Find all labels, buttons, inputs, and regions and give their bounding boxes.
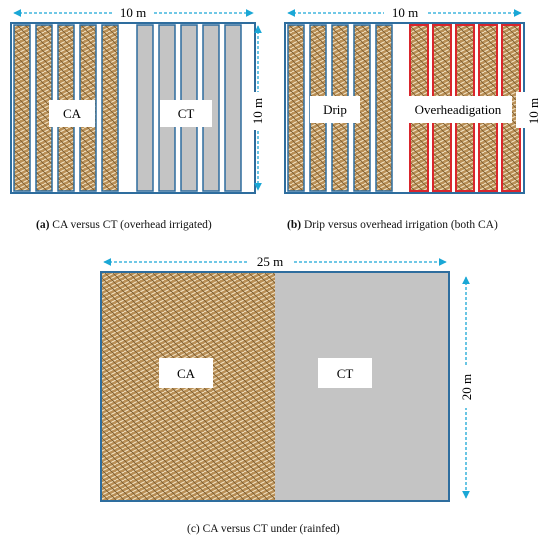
panel-b-label-right-box [404, 96, 512, 123]
panel-a-caption-text: CA versus CT (overhead irrigated) [52, 219, 212, 231]
panel-b-label-left: Drip [323, 102, 347, 117]
panel-b-drip-strip-1 [287, 24, 305, 192]
panel-a-height-label: 10 m [250, 98, 265, 124]
panel-c-caption-letter: (c) [187, 523, 200, 535]
panel-a-caption: (a) CA versus CT (overhead irrigated) [36, 219, 212, 231]
panel-b-caption-text: Drip versus overhead irrigation (both CA… [303, 219, 498, 231]
panel-a-ca-strip-1 [13, 24, 31, 192]
panel-a-label-right-box [160, 100, 212, 127]
panel-a-width-label: 10 m [120, 5, 146, 20]
panel-c-label-right: CT [337, 366, 354, 381]
panel-c-height-label: 20 m [459, 374, 474, 400]
panel-b-width-label: 10 m [392, 5, 418, 20]
panel-c-width-label: 25 m [257, 254, 283, 269]
panel-b-label-right: Overheadigation [415, 102, 502, 117]
panel-a-caption-letter: (a) [36, 219, 50, 231]
panel-a-ct-strip-1 [136, 24, 154, 192]
panel-a-ca-strip-5 [101, 24, 119, 192]
panel-c-label-left-box [159, 358, 213, 388]
panel-a-label-right: CT [178, 106, 195, 121]
panel-c-label-left: CA [177, 366, 196, 381]
panel-b-caption-letter: (b) [287, 219, 302, 231]
panel-c-caption-text: CA versus CT under (rainfed) [202, 523, 340, 535]
panel-a-ct-strip-5 [224, 24, 242, 192]
panel-a-label-left-box [49, 100, 95, 127]
panel-b-label-left-box [310, 96, 360, 123]
panel-b-drip-strip-5 [375, 24, 393, 192]
panel-b-height-label: 10 m [526, 98, 541, 124]
panel-c-caption: (c) CA versus CT under (rainfed) [187, 523, 340, 535]
panel-c-label-right-box [318, 358, 372, 388]
panel-c-frame [100, 271, 450, 502]
panel-a-label-left: CA [63, 106, 82, 121]
panel-b-caption: (b) Drip versus overhead irrigation (bot… [287, 219, 498, 231]
